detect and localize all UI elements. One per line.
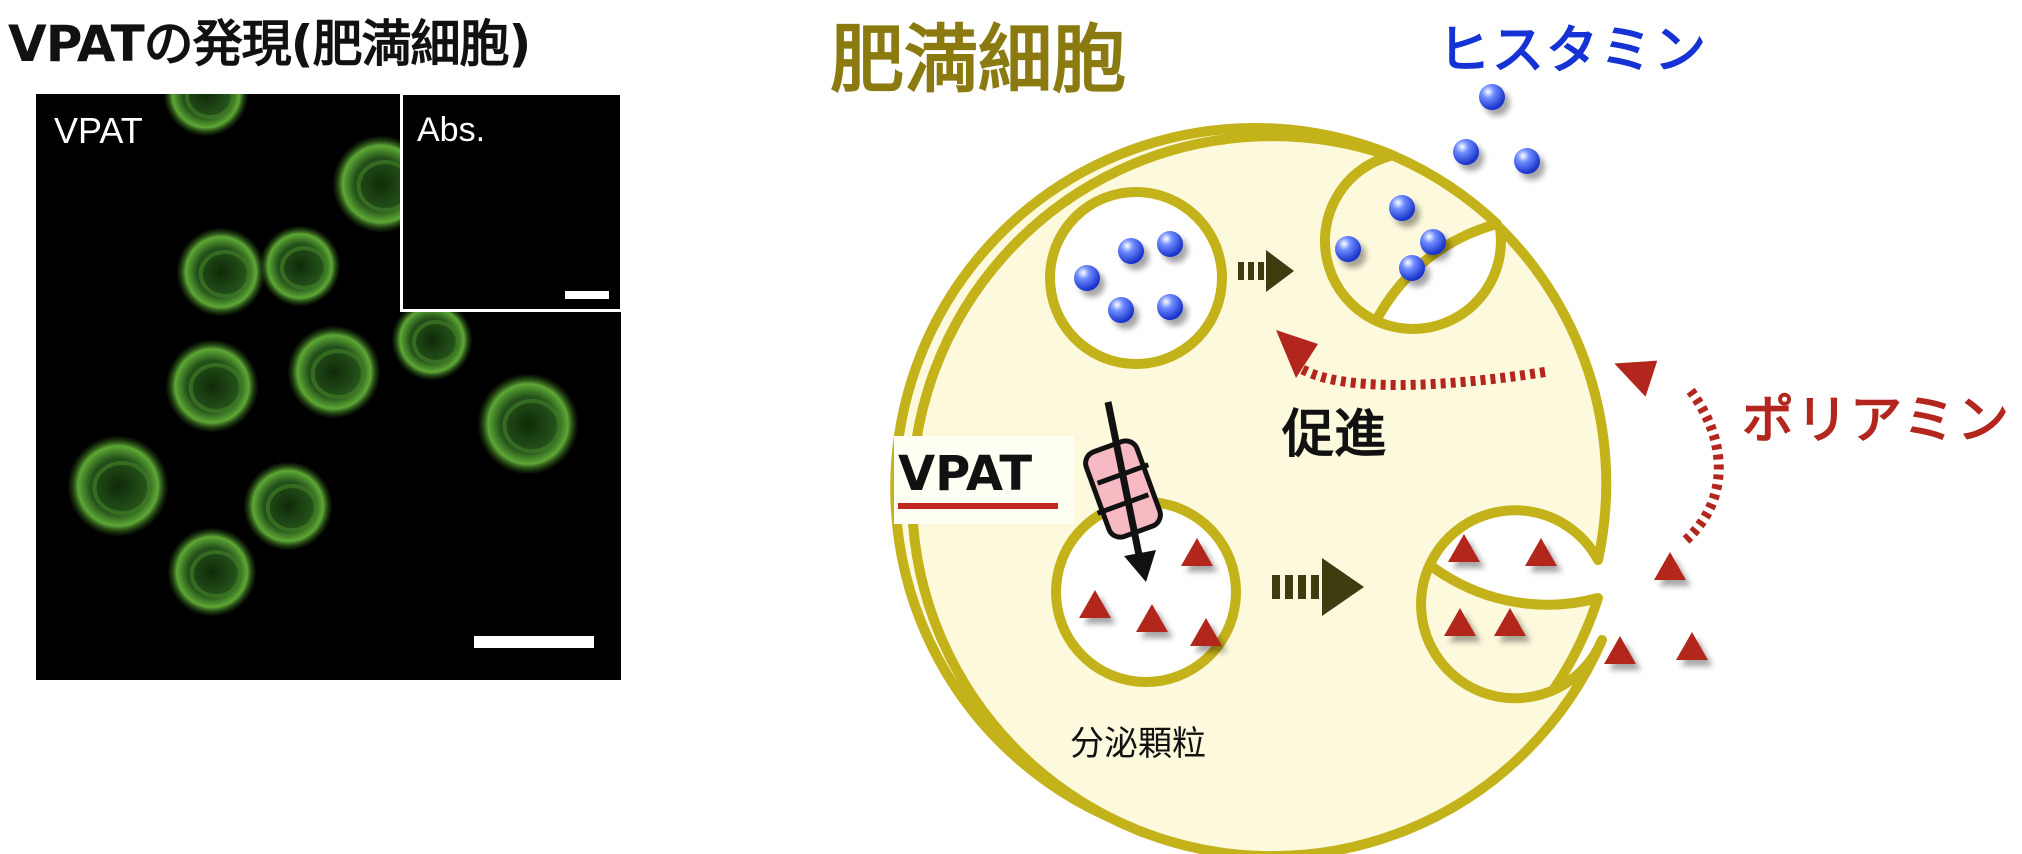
polyamine-molecule xyxy=(1190,618,1222,646)
fluorescent-cell xyxy=(478,374,578,474)
granule-label: 分泌顆粒 xyxy=(1070,724,1206,764)
fluorescent-cell xyxy=(166,340,258,432)
polyamine-molecule xyxy=(1181,538,1213,566)
micrograph-image: VPAT Abs. xyxy=(36,94,621,680)
vpat-underline xyxy=(898,503,1058,509)
promotion-label: 促進 xyxy=(1282,405,1387,465)
cell-nucleus xyxy=(184,94,236,119)
micrograph-label: VPAT xyxy=(54,110,143,151)
cell-nucleus xyxy=(265,484,319,532)
promotion-arrowhead xyxy=(1276,330,1318,378)
histamine-molecule xyxy=(1453,139,1479,165)
polyamine-molecule xyxy=(1604,636,1636,664)
histamine-molecule xyxy=(1479,84,1505,110)
polyamine-molecule xyxy=(1444,608,1476,636)
polyamine-feedback-arrow xyxy=(1682,386,1724,544)
polyamine-molecule xyxy=(1654,552,1686,580)
fluorescent-cell xyxy=(168,528,256,616)
vpat-label-box xyxy=(894,436,1074,524)
cell-nucleus xyxy=(188,363,244,413)
polyamine-molecule xyxy=(1079,590,1111,618)
cell-nucleus xyxy=(502,399,562,453)
histamine-molecule xyxy=(1118,238,1144,264)
histamine-molecule xyxy=(1420,229,1446,255)
polyamine-molecule xyxy=(1525,538,1557,566)
fluorescent-cell xyxy=(288,326,380,418)
vpat-transporter xyxy=(1083,401,1163,582)
polyamine-molecule xyxy=(1494,608,1526,636)
granule-movement-arrow xyxy=(1238,250,1294,292)
polyamine-feedback-arrowhead xyxy=(1614,360,1658,397)
polyamine-molecule xyxy=(1676,632,1708,660)
cell-nucleus xyxy=(310,349,366,399)
vpat-label: VPAT xyxy=(898,446,1033,502)
histamine-molecule xyxy=(1108,297,1134,323)
histamine-molecule xyxy=(1514,148,1540,174)
granule-movement-arrow xyxy=(1272,558,1364,616)
histamine-molecule xyxy=(1389,195,1415,221)
histamine-molecule xyxy=(1157,294,1183,320)
polyamine-label: ポリアミン xyxy=(1742,391,2011,451)
histamine-molecule xyxy=(1074,265,1100,291)
histamine-molecule xyxy=(1399,255,1425,281)
cell-nucleus xyxy=(189,550,243,598)
cell-title: 肥満細胞 xyxy=(830,17,1126,103)
cell-nucleus xyxy=(280,246,328,290)
inset-label: Abs. xyxy=(417,111,486,149)
fluorescent-cell xyxy=(392,300,472,380)
cell-nucleus xyxy=(198,250,252,298)
control-inset: Abs. xyxy=(400,94,621,312)
cell-nucleus xyxy=(412,320,460,364)
polyamine-molecule xyxy=(1448,534,1480,562)
inset-scale-bar xyxy=(565,291,609,299)
cell-nucleus xyxy=(92,461,152,515)
histamine-molecule xyxy=(1157,231,1183,257)
fluorescent-cell xyxy=(260,226,340,306)
polyamine-molecule xyxy=(1136,604,1168,632)
fluorescent-cell xyxy=(244,462,332,550)
fluorescent-cell xyxy=(177,228,265,316)
scale-bar xyxy=(474,636,594,648)
histamine-molecule xyxy=(1335,236,1361,262)
histamine-label: ヒスタミン xyxy=(1438,21,1709,81)
fluorescent-cell xyxy=(68,436,168,536)
left-panel-title: VPATの発現(肥満細胞) xyxy=(8,15,531,73)
